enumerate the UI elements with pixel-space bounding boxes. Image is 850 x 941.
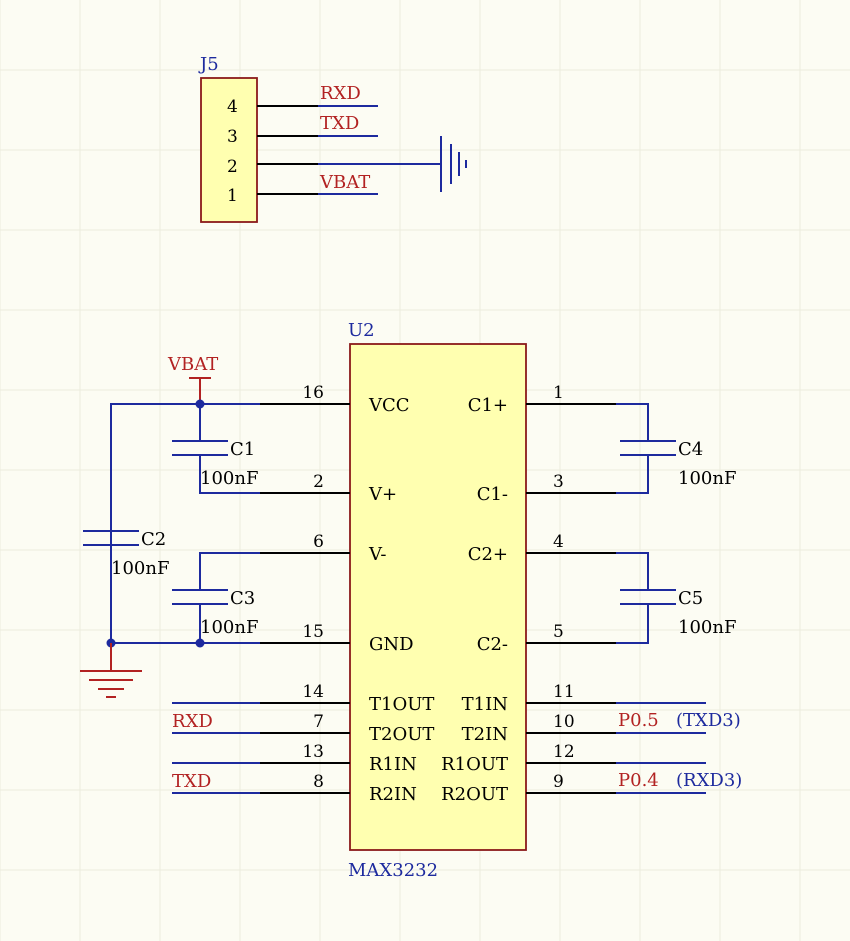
ic-pin-name: C2+ [468, 544, 508, 565]
connector-pin-number: 2 [227, 157, 238, 177]
ic-pin-number: 8 [313, 772, 324, 792]
power-port-vbat[interactable]: VBAT [167, 354, 218, 402]
capacitor-value: 100nF [200, 468, 258, 489]
ic-pin-name: R2OUT [441, 784, 508, 805]
ic-pin-number: 16 [302, 383, 324, 403]
ic-pin-name: R2IN [369, 784, 417, 805]
capacitor-ref: C3 [230, 588, 255, 609]
capacitor-c4[interactable]: C4 100nF [620, 439, 736, 489]
ic-pin-name: T1OUT [369, 694, 434, 715]
net-label-rxd: RXD [172, 711, 213, 732]
wire[interactable] [616, 604, 649, 644]
net-note-rxd3: (RXD3) [676, 770, 742, 791]
ic-pin-name: C2- [477, 634, 508, 655]
ic-pin-name: C1- [477, 484, 508, 505]
ic-pin-number: 2 [313, 472, 324, 492]
capacitor-value: 100nF [678, 468, 736, 489]
ic-pin-number: 10 [553, 712, 575, 732]
wire[interactable] [616, 403, 649, 441]
junction-dot [195, 399, 205, 409]
ic-pin-name: GND [369, 634, 414, 655]
ic-pin-name: R1OUT [441, 754, 508, 775]
connector-j5[interactable]: J5 4 3 2 1 [198, 54, 318, 223]
capacitor-ref: C4 [678, 439, 703, 460]
net-label-p0-5: P0.5 [618, 710, 659, 731]
ic-pin-name: R1IN [369, 754, 417, 775]
ic-pin-number: 3 [553, 472, 564, 492]
wire[interactable] [199, 455, 260, 494]
ic-pin-number: 1 [553, 383, 564, 403]
net-label-txd: TXD [320, 113, 359, 134]
ic-pin-number: 15 [302, 622, 324, 642]
ic-pin-name: T2OUT [369, 724, 434, 745]
wire[interactable] [616, 552, 649, 590]
capacitor-c1[interactable]: C1 100nF [172, 439, 258, 489]
wire[interactable] [199, 552, 260, 590]
ground-icon [80, 643, 142, 698]
ic-pin-number: 14 [302, 682, 324, 702]
ic-pin-name: T2IN [462, 724, 508, 745]
ic-value-label: MAX3232 [348, 860, 438, 881]
capacitor-ref: C5 [678, 588, 703, 609]
connector-pin-number: 3 [227, 127, 238, 147]
ic-pin-number: 7 [313, 712, 324, 732]
connector-pin-number: 4 [227, 97, 238, 117]
ic-u2[interactable]: U2 MAX3232 16 2 6 15 14 7 13 8 1 3 4 5 [260, 320, 616, 881]
ic-pin-name: V- [368, 544, 386, 565]
connector-pin-number: 1 [227, 186, 238, 206]
ic-body [349, 343, 527, 851]
net-note-txd3: (TXD3) [676, 710, 741, 731]
capacitor-c5[interactable]: C5 100nF [620, 588, 736, 638]
wire[interactable] [616, 455, 649, 494]
ic-pin-name: T1IN [462, 694, 508, 715]
net-label-rxd: RXD [320, 83, 361, 104]
junction-dot [195, 638, 205, 648]
capacitor-value: 100nF [200, 617, 258, 638]
connector-body [200, 77, 258, 223]
ic-pin-name: V+ [368, 484, 397, 505]
ic-pin-number: 5 [553, 622, 564, 642]
ic-pin-number: 12 [553, 742, 575, 762]
ic-ref-label: U2 [348, 320, 375, 341]
capacitor-c3[interactable]: C3 100nF [172, 588, 258, 638]
capacitor-ref: C1 [230, 439, 255, 460]
ic-pin-name: VCC [368, 395, 410, 416]
ic-pin-number: 9 [553, 772, 564, 792]
ic-pin-name: C1+ [468, 395, 508, 416]
capacitor-c2[interactable]: C2 100nF [83, 404, 169, 579]
capacitor-value: 100nF [111, 558, 169, 579]
connector-ref-label: J5 [198, 54, 219, 75]
net-label-p0-4: P0.4 [618, 770, 659, 791]
earth-ground-icon [440, 136, 467, 192]
capacitor-value: 100nF [678, 617, 736, 638]
capacitor-ref: C2 [141, 529, 166, 550]
ic-pin-number: 4 [553, 532, 564, 552]
ic-pin-number: 11 [553, 682, 575, 702]
net-label-vbat: VBAT [319, 172, 370, 193]
net-label-txd: TXD [172, 771, 211, 792]
power-port-label: VBAT [167, 354, 218, 375]
ic-pin-number: 6 [313, 532, 324, 552]
ic-pin-number: 13 [302, 742, 324, 762]
